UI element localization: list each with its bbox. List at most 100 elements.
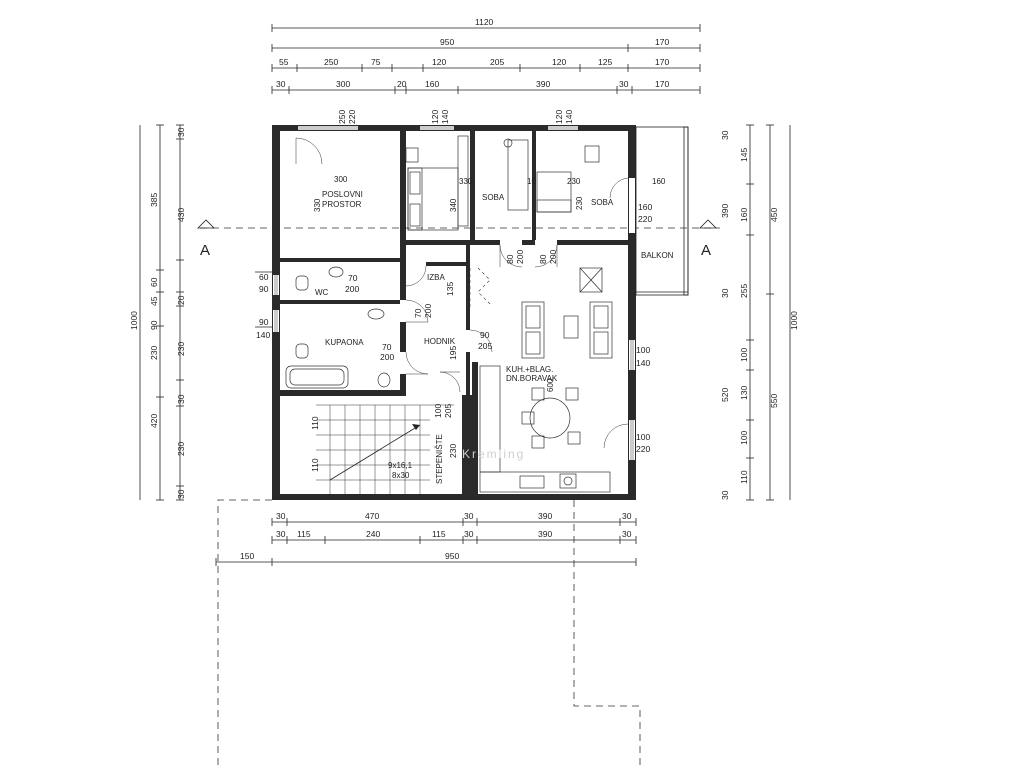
room-kuhinja-label1: KUH.+BLAG.	[506, 365, 553, 374]
dim-right-30c: 30	[720, 130, 730, 140]
dim-right-30a: 30	[720, 288, 730, 298]
dim-left-30b: 30	[176, 394, 186, 404]
op-stair-door-205: 205	[443, 404, 453, 418]
dim-wc-win-60: 60	[259, 272, 269, 282]
dim-top-390: 390	[536, 79, 550, 89]
dim-right-100a: 100	[739, 348, 749, 362]
room-soba2-label: SOBA	[591, 198, 614, 207]
dim-top-170b: 170	[655, 57, 669, 67]
dim-left-1000: 1000	[129, 311, 139, 330]
room-balkon-label: BALKON	[641, 251, 674, 260]
op-top-win1-250: 250	[337, 110, 347, 124]
doors	[295, 137, 629, 449]
room-soba1-small: 10	[527, 177, 536, 186]
dim-kup-win-140: 140	[256, 330, 270, 340]
dim-left-60: 60	[149, 277, 159, 287]
dim-left-90: 90	[149, 320, 159, 330]
dim-top-170a: 170	[655, 37, 669, 47]
dim-wc-win-90: 90	[259, 284, 269, 294]
dim-left-420: 420	[149, 414, 159, 428]
dim-right-520: 520	[720, 388, 730, 402]
dim-bot2-115b: 115	[432, 529, 446, 539]
op-door2-200: 200	[548, 250, 558, 264]
room-wc-label: WC	[315, 288, 329, 297]
section-marker-right: A	[701, 242, 711, 259]
op-stair-110a: 110	[310, 416, 320, 430]
dim-top-20: 20	[397, 79, 407, 89]
dim-bot2-30b: 30	[464, 529, 474, 539]
room-soba1-h: 340	[449, 198, 458, 212]
dim-left-385: 385	[149, 193, 159, 207]
room-soba2-h: 230	[575, 196, 584, 210]
dim-left-230b: 230	[176, 342, 186, 356]
dim-top-55: 55	[279, 57, 289, 67]
dim-right-450: 450	[769, 208, 779, 222]
room-kupaona-label: KUPAONA	[325, 338, 364, 347]
dim-right-30b: 30	[720, 490, 730, 500]
op-win-right1-100: 100	[636, 345, 650, 355]
dim-top-30b: 30	[619, 79, 629, 89]
op-kup-door-70: 70	[382, 342, 392, 352]
dim-right-110: 110	[739, 470, 749, 484]
right-dimensions: 1000 450 550 145 160 390 255 30 100 520 …	[720, 124, 799, 501]
op-stair-door-100: 100	[433, 404, 443, 418]
lot-outline	[217, 499, 641, 768]
dim-right-100b: 100	[739, 431, 749, 445]
room-stairs-label1: 9x16,1	[388, 461, 413, 470]
dim-top-1120: 1120	[475, 17, 494, 27]
room-hodnik-label: HODNIK	[424, 337, 456, 346]
dim-bot2-115a: 115	[297, 529, 311, 539]
room-poslovni-w: 300	[334, 175, 348, 184]
section-marker-left: A	[200, 242, 210, 259]
dim-top-300: 300	[336, 79, 350, 89]
op-izba-door-200: 200	[423, 304, 433, 318]
room-balkon-w: 160	[652, 177, 666, 186]
dim-right-130: 130	[739, 386, 749, 400]
dim-bot2-390: 390	[538, 529, 552, 539]
dim-top-205: 205	[490, 57, 504, 67]
dim-top-75: 75	[371, 57, 381, 67]
room-soba1-w: 330	[459, 177, 473, 186]
room-poslovni-h: 330	[313, 198, 322, 212]
op-door2-80: 80	[538, 254, 548, 264]
room-poslovni-label1: POSLOVNI	[322, 190, 363, 199]
dim-left-430: 430	[176, 208, 186, 222]
furniture	[285, 135, 613, 494]
op-door1-200: 200	[515, 250, 525, 264]
room-stepeniste-label: STEPENIŠTE	[435, 434, 444, 484]
dim-top-125: 125	[598, 57, 612, 67]
dim-right-160: 160	[739, 208, 749, 222]
op-hod-door-90: 90	[480, 330, 490, 340]
room-izba-label: IZBA	[427, 273, 445, 282]
dim-left-30c: 30	[176, 489, 186, 499]
op-door1-80: 80	[505, 254, 515, 264]
op-kup-door-200: 200	[380, 352, 394, 362]
dim-top-160: 160	[425, 79, 439, 89]
dim-right-390: 390	[720, 204, 730, 218]
dim-top-250: 250	[324, 57, 338, 67]
dim-right-550: 550	[769, 394, 779, 408]
walls	[272, 125, 636, 500]
room-kuhinja-label2: DN.BORAVAK	[506, 374, 558, 383]
watermark: Kremling	[462, 447, 525, 461]
dim-bot3-950: 950	[445, 551, 459, 561]
dim-right-145: 145	[739, 148, 749, 162]
op-izba-door-70: 70	[413, 308, 423, 318]
dim-top-120b: 120	[552, 57, 566, 67]
dim-right-1000: 1000	[789, 311, 799, 330]
bottom-dimensions: 30 470 30 390 30 30 115 240 115 30 390 3…	[215, 511, 637, 566]
room-soba1-label: SOBA	[482, 193, 505, 202]
dim-top-950: 950	[440, 37, 454, 47]
room-labels: 300 POSLOVNI PROSTOR 330 SOBA 330 340 10…	[313, 175, 674, 484]
op-hod-v-195: 195	[448, 346, 458, 360]
op-stair-h-230: 230	[448, 444, 458, 458]
dim-left-45: 45	[149, 296, 159, 306]
top-dimensions: 1120 950 170 55 250 75 120 205 120 125 1…	[271, 17, 701, 94]
dim-bot2-30a: 30	[276, 529, 286, 539]
dim-bot-470: 470	[365, 511, 379, 521]
dim-bot2-240: 240	[366, 529, 380, 539]
op-top-win1-220: 220	[347, 110, 357, 124]
op-wc-door-70: 70	[348, 273, 358, 283]
dim-bot-390a: 390	[538, 511, 552, 521]
